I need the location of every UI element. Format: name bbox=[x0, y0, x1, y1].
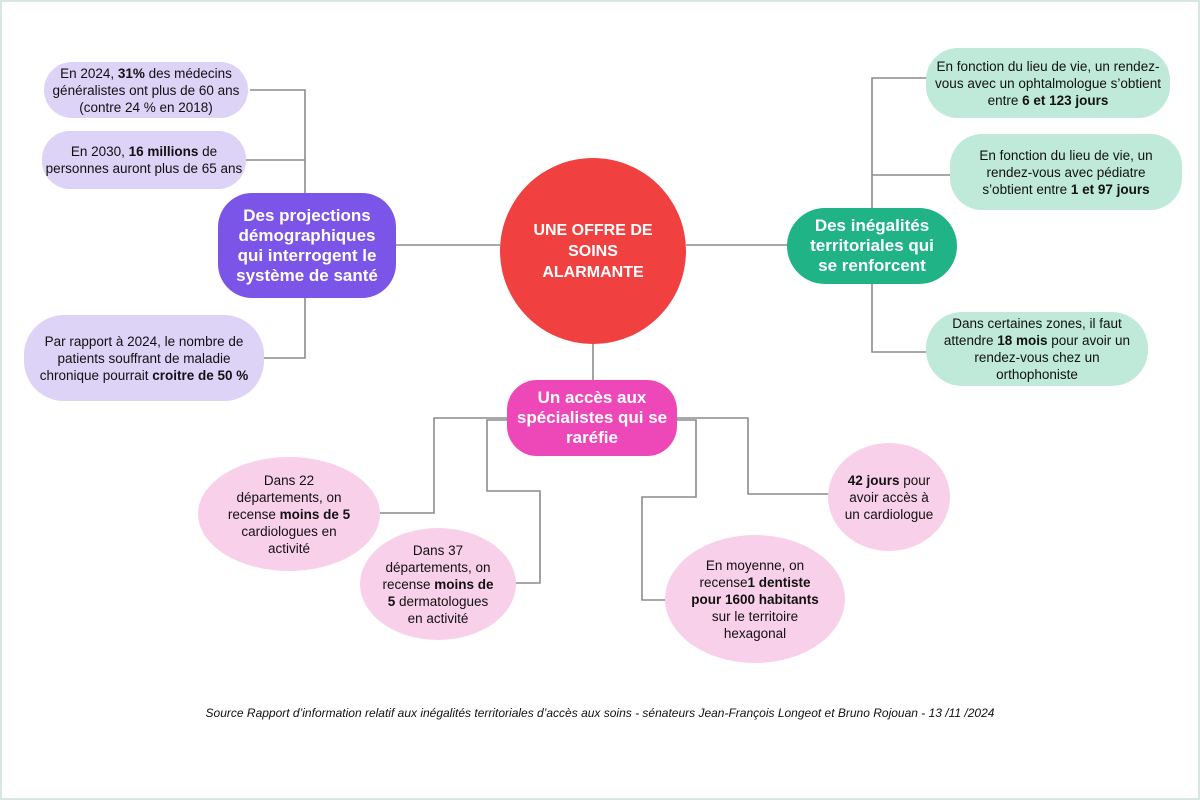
leaf-text: En fonction du lieu de vie, un rendez-vo… bbox=[935, 58, 1161, 108]
leaf-pediatre: En fonction du lieu de vie, un rendez-vo… bbox=[950, 134, 1182, 210]
leaf-cardiologue-42-jours: 42 jours pour avoir accès à un cardiolog… bbox=[828, 443, 950, 551]
leaf-orthophoniste: Dans certaines zones, il faut attendre 1… bbox=[926, 312, 1148, 386]
leaf-dentiste: En moyenne, on recense1 dentiste pour 16… bbox=[665, 535, 845, 663]
leaf-cardiologues-22: Dans 22 départements, on recense moins d… bbox=[198, 457, 380, 571]
leaf-medecins-age: En 2024, 31% des médecins généralistes o… bbox=[44, 62, 248, 118]
leaf-text: Dans 37 départements, on recense moins d… bbox=[382, 542, 494, 626]
leaf-maladie-chronique: Par rapport à 2024, le nombre de patient… bbox=[24, 315, 264, 401]
branch-specialists: Un accès aux spécialistes qui se raréfie bbox=[507, 380, 677, 456]
branch-demographics: Des projections démographiques qui inter… bbox=[218, 193, 396, 298]
source-caption: Source Rapport d’information relatif aux… bbox=[205, 706, 995, 720]
leaf-text: En 2024, 31% des médecins généralistes o… bbox=[52, 65, 240, 115]
central-topic: UNE OFFRE DE SOINS ALARMANTE bbox=[500, 158, 686, 344]
leaf-text: En 2030, 16 millions de personnes auront… bbox=[45, 144, 243, 176]
leaf-ophtalmologue: En fonction du lieu de vie, un rendez-vo… bbox=[926, 48, 1170, 118]
leaf-personnes-65: En 2030, 16 millions de personnes auront… bbox=[42, 131, 246, 189]
leaf-text: 42 jours pour avoir accès à un cardiolog… bbox=[844, 472, 934, 522]
leaf-text: Par rapport à 2024, le nombre de patient… bbox=[39, 333, 249, 383]
leaf-text: En fonction du lieu de vie, un rendez-vo… bbox=[979, 147, 1153, 197]
leaf-text: Dans certaines zones, il faut attendre 1… bbox=[943, 316, 1131, 382]
leaf-dermatologues-37: Dans 37 départements, on recense moins d… bbox=[360, 528, 516, 640]
branch-territorial: Des inégalités territoriales qui se renf… bbox=[787, 208, 957, 284]
leaf-text: Dans 22 départements, on recense moins d… bbox=[227, 472, 351, 556]
leaf-text: En moyenne, on recense1 dentiste pour 16… bbox=[691, 557, 819, 641]
